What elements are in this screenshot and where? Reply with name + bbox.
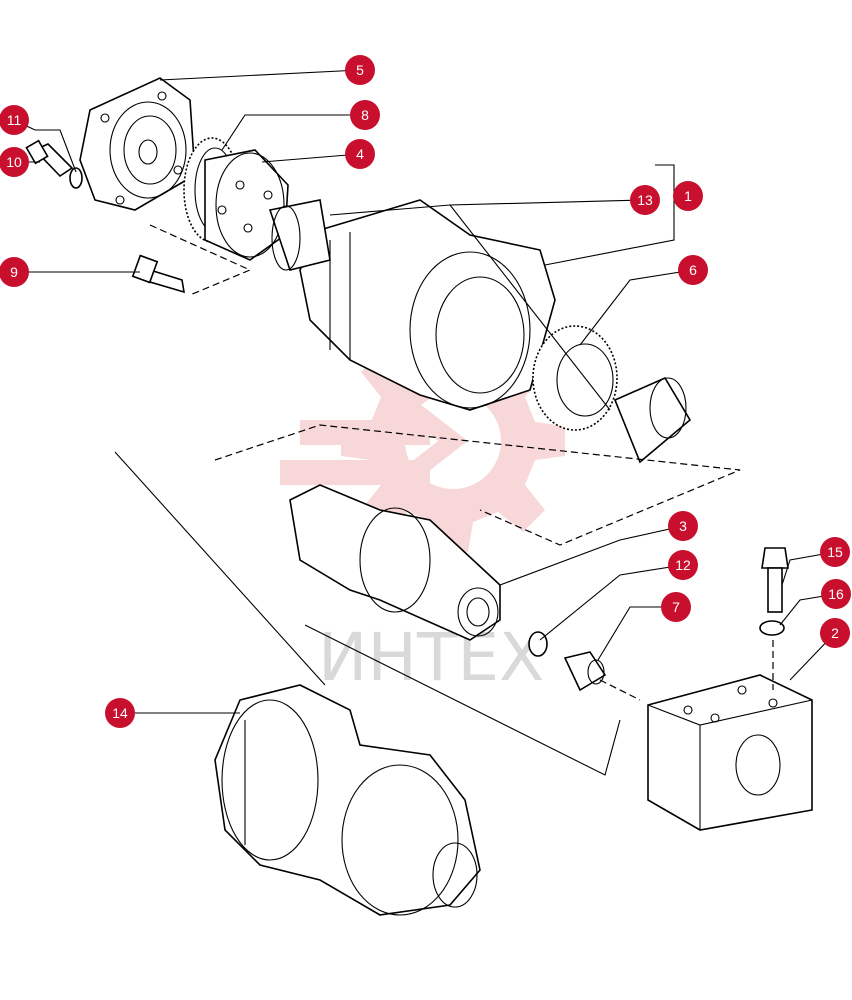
svg-text:5: 5 <box>356 62 364 78</box>
callout-11: 11 <box>0 105 29 135</box>
callout-4: 4 <box>345 139 375 169</box>
part-14-roller-assembly <box>214 684 481 916</box>
callout-14: 14 <box>105 698 135 728</box>
part-5-end-cap <box>79 77 196 211</box>
callout-12: 12 <box>668 550 698 580</box>
part-15-bolt <box>761 547 789 613</box>
svg-text:7: 7 <box>672 599 680 615</box>
svg-text:3: 3 <box>679 518 687 534</box>
svg-text:12: 12 <box>675 557 691 573</box>
part-7-plug-screw <box>563 651 607 692</box>
svg-text:11: 11 <box>7 112 22 128</box>
part-9-bolt <box>131 254 185 294</box>
callout-9: 9 <box>0 257 29 287</box>
callout-5: 5 <box>345 55 375 85</box>
svg-text:14: 14 <box>112 705 128 721</box>
bushing-sleeve <box>613 376 692 464</box>
callout-6: 6 <box>678 255 708 285</box>
callout-8: 8 <box>350 100 380 130</box>
svg-text:1: 1 <box>684 188 692 204</box>
part-2-clamp-block <box>647 674 813 831</box>
svg-text:8: 8 <box>361 107 369 123</box>
callout-15: 15 <box>820 537 850 567</box>
part-12-retaining-ring <box>528 631 548 657</box>
svg-text:2: 2 <box>831 625 839 641</box>
svg-text:15: 15 <box>827 544 843 560</box>
part-1-roller-body <box>268 199 556 411</box>
svg-text:16: 16 <box>828 586 844 602</box>
callout-3: 3 <box>668 511 698 541</box>
watermark-text: ИНТЕХ <box>318 619 544 696</box>
part-11-washer <box>69 167 83 189</box>
part-10-bolt <box>25 139 74 178</box>
part-16-washer <box>759 620 785 636</box>
callout-10: 10 <box>0 147 29 177</box>
callout-13: 13 <box>630 185 660 215</box>
svg-text:13: 13 <box>637 192 653 208</box>
assembly-guide-lines <box>114 164 774 776</box>
callout-2: 2 <box>820 618 850 648</box>
part-3-shaft <box>289 484 501 641</box>
svg-text:6: 6 <box>689 262 697 278</box>
svg-text:4: 4 <box>356 146 364 162</box>
part-6-bearing <box>532 325 618 431</box>
callout-7: 7 <box>661 592 691 622</box>
callout-16: 16 <box>821 579 851 609</box>
part-4-collar <box>204 149 289 261</box>
callout-1: 1 <box>673 181 703 211</box>
svg-text:10: 10 <box>6 154 22 170</box>
svg-text:9: 9 <box>10 264 18 280</box>
